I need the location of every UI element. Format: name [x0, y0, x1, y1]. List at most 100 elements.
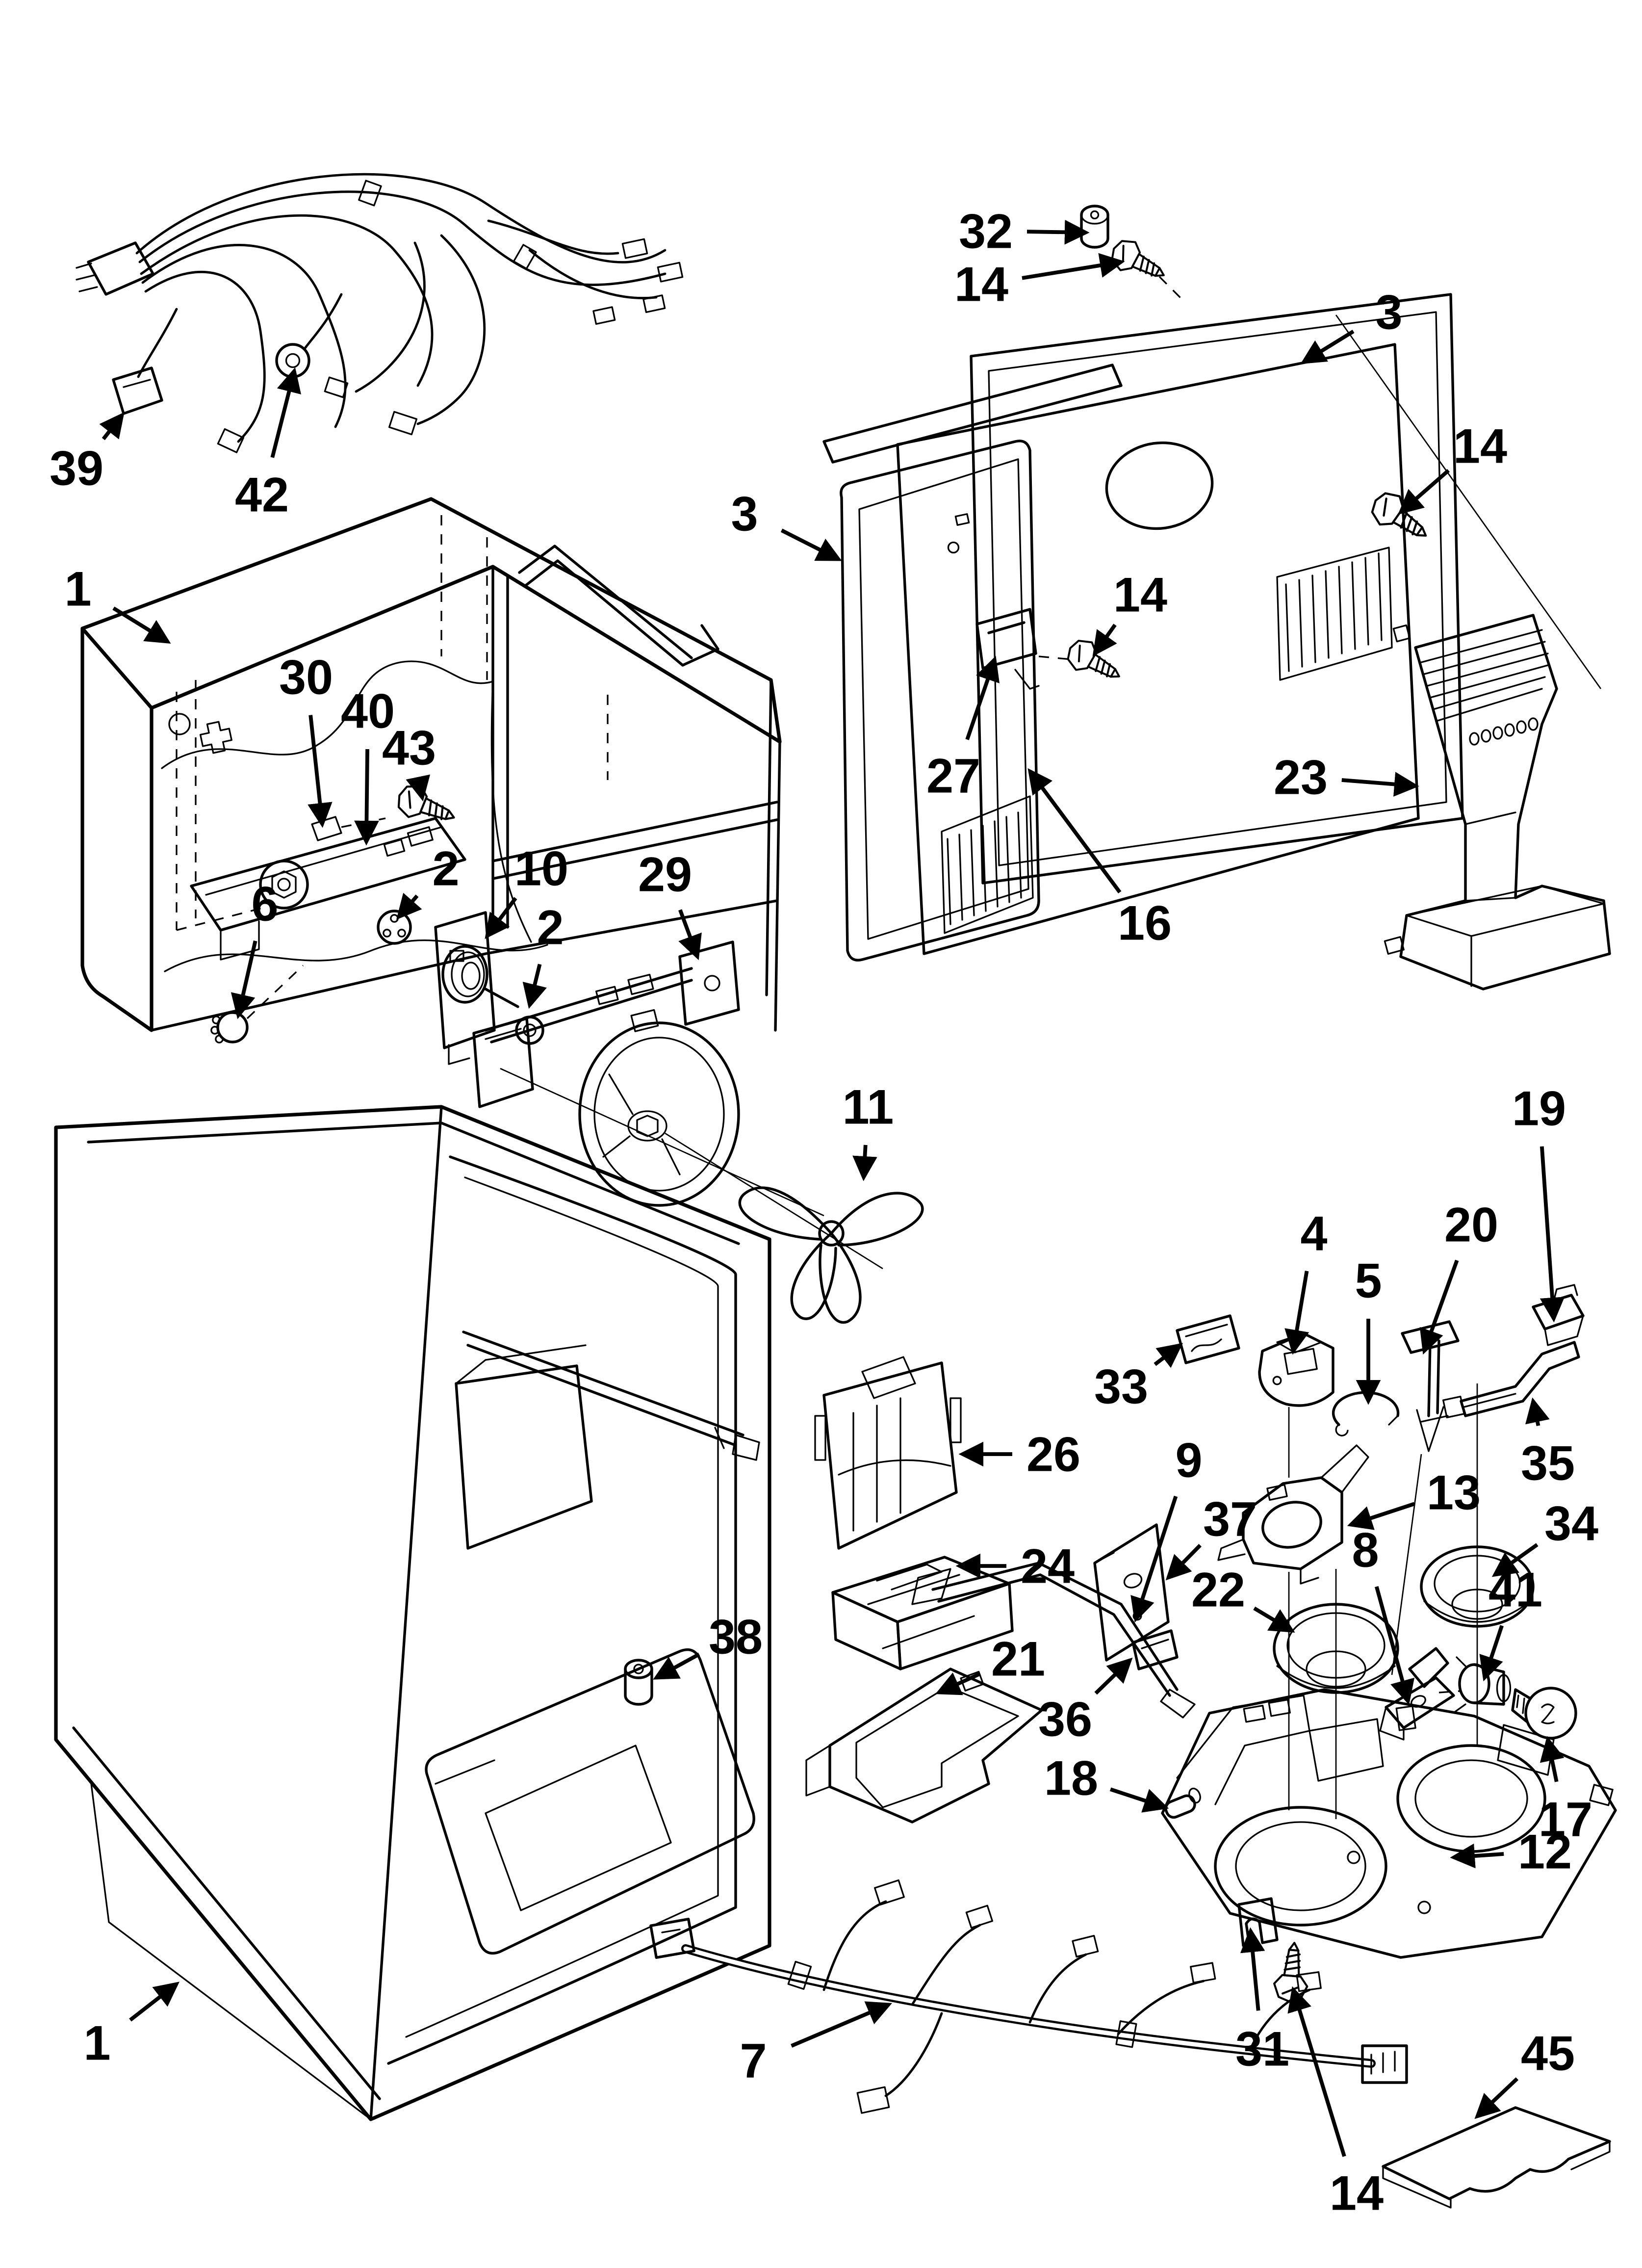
callout-label-42-1: 42: [235, 468, 289, 522]
callout-label-17-40: 17: [1539, 1792, 1592, 1847]
callout-label-36-37: 36: [1038, 1692, 1092, 1747]
bracket-8: [1379, 1647, 1455, 1741]
callout-label-26-26: 26: [1026, 1427, 1080, 1482]
clip-ring-5: [1332, 1391, 1400, 1436]
callout-arrow-14-5: [1398, 469, 1450, 515]
callout-label-14-5: 14: [1453, 419, 1507, 473]
upper-liner: [80, 497, 782, 1032]
callout-arrow-7-42: [791, 2001, 893, 2048]
callout-label-6-15: 6: [251, 877, 278, 931]
callout-label-31-43: 31: [1235, 2022, 1289, 2076]
callout-arrow-12-41: [1450, 1843, 1504, 1869]
label-plate-33: [1176, 1314, 1240, 1364]
callout-label-40-13: 40: [341, 684, 395, 738]
callout-label-41-35: 41: [1488, 1563, 1542, 1617]
callout-arrow-30-12: [308, 715, 333, 828]
callout-arrow-40-13: [354, 749, 379, 846]
air-tower: [1384, 614, 1611, 991]
duct-cover-21: [805, 1668, 1043, 1824]
callout-arrow-38-38: [653, 1652, 700, 1680]
callout-arrow-4-23: [1284, 1271, 1309, 1355]
callout-arrow-21-36: [935, 1672, 981, 1695]
callout-label-18-39: 18: [1044, 1751, 1098, 1805]
callout-label-33-25: 33: [1094, 1359, 1148, 1414]
callout-label-1-11: 1: [64, 562, 91, 616]
callout-label-2-18: 2: [537, 900, 564, 955]
lens-cup-34: [1420, 1545, 1535, 1628]
callout-label-5-24: 5: [1355, 1253, 1382, 1308]
plate-36: [1131, 1629, 1179, 1670]
callout-label-38-38: 38: [709, 1610, 763, 1664]
callout-arrow-14-3: [1022, 253, 1125, 280]
callout-label-34-32: 34: [1544, 1496, 1598, 1551]
callout-arrow-23-10: [1341, 772, 1419, 797]
strap-35: [1442, 1341, 1580, 1418]
callout-label-2-16: 2: [432, 841, 459, 896]
lens-cup-22: [1273, 1603, 1399, 1694]
callout-label-3-6: 3: [731, 487, 758, 541]
plug-18: [1164, 1787, 1201, 1819]
callout-label-7-42: 7: [740, 2033, 767, 2088]
callout-label-9-27: 9: [1175, 1433, 1202, 1487]
callout-arrow-36-37: [1094, 1657, 1133, 1695]
callout-arrow-35-29: [1525, 1397, 1550, 1426]
duct-24: [831, 1556, 1014, 1670]
bracket-19: [1532, 1284, 1585, 1346]
callout-arrow-31-43: [1240, 1927, 1265, 2011]
callout-arrow-9-27: [1130, 1495, 1178, 1623]
callout-arrow-2-16: [396, 892, 422, 920]
callout-arrow-13-28: [1347, 1502, 1415, 1530]
callout-arrow-45-45: [1474, 2077, 1519, 2119]
screw-14-bottom: [1273, 1941, 1311, 2003]
callout-label-12-41: 12: [1518, 1825, 1572, 1879]
callout-arrow-34-32: [1491, 1543, 1539, 1577]
wire-harness-upper: [76, 173, 684, 453]
callout-label-1-46: 1: [83, 2016, 110, 2070]
callout-arrow-32-2: [1026, 219, 1090, 245]
callout-label-3-4: 3: [1375, 285, 1402, 339]
callout-arrow-2-18: [522, 964, 547, 1009]
damper-26: [814, 1356, 962, 1550]
callout-label-35-29: 35: [1521, 1436, 1575, 1490]
callout-arrow-16-9: [1027, 768, 1122, 894]
callout-label-23-10: 23: [1274, 750, 1328, 805]
callout-arrow-14-8: [1092, 624, 1117, 657]
roller-38: [624, 1659, 653, 1706]
console-12: [1161, 1688, 1617, 1959]
callout-label-30-12: 30: [279, 650, 333, 704]
cover-plate-45: [1382, 2106, 1611, 2209]
fan-blade: [738, 1186, 924, 1324]
callout-arrow-14-44: [1287, 1986, 1346, 2157]
callout-arrow-41-35: [1479, 1625, 1504, 1682]
callout-label-19-21: 19: [1512, 1081, 1566, 1136]
control-bracket-group: [190, 780, 544, 1065]
callout-arrow-3-4: [1300, 330, 1355, 364]
callout-label-16-9: 16: [1118, 896, 1172, 950]
callout-arrow-1-46: [129, 1981, 180, 2022]
fill-tube-20: [1401, 1320, 1460, 1452]
callout-arrow-1-11: [112, 606, 171, 644]
callout-arrow-17-40: [1539, 1736, 1565, 1782]
callout-arrow-27-7: [965, 655, 1000, 740]
callout-label-10-17: 10: [514, 841, 568, 896]
lamp-socket-41: [1438, 1656, 1512, 1713]
callout-label-29-19: 29: [638, 847, 692, 902]
callout-arrow-6-15: [231, 940, 257, 1019]
callout-label-43-14: 43: [382, 721, 436, 775]
callout-label-21-36: 21: [991, 1632, 1045, 1686]
callout-label-14-8: 14: [1113, 568, 1167, 622]
callout-arrow-18-39: [1109, 1787, 1169, 1813]
callout-label-27-7: 27: [926, 749, 980, 803]
callout-arrow-33-25: [1154, 1343, 1183, 1368]
callout-label-45-45: 45: [1521, 2026, 1575, 2081]
callout-label-11-20: 11: [843, 1080, 894, 1134]
callout-label-13-28: 13: [1427, 1465, 1481, 1520]
callout-label-14-3: 14: [954, 257, 1008, 312]
callout-arrow-39-0: [99, 412, 125, 441]
callout-arrow-29-19: [678, 909, 702, 961]
evaporator-panel-assembly: [822, 205, 1602, 962]
lower-liner: [54, 1105, 771, 2121]
callout-label-24-30: 24: [1021, 1539, 1075, 1593]
